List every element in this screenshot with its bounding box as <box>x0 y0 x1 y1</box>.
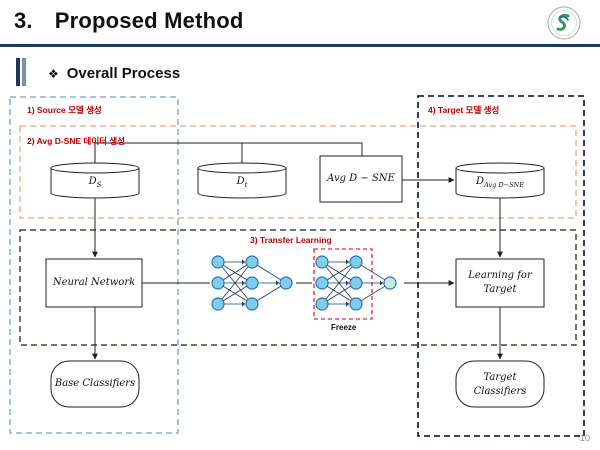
source-net-hidden-neuron-3 <box>245 297 259 311</box>
section-marker-secondary <box>22 58 26 86</box>
source-net-input-neuron-3 <box>211 297 225 311</box>
network-edge <box>217 282 253 305</box>
target-classifiers-label-line1: Target <box>483 372 517 383</box>
frozen-net-input-neuron-3 <box>315 297 329 311</box>
dt-label-sub: t <box>244 181 248 189</box>
network-arrowhead <box>346 259 349 265</box>
source-net-hidden-neuron-2 <box>245 276 259 290</box>
target-classifiers-box <box>455 360 545 408</box>
freeze-label: Freeze <box>331 323 357 332</box>
source-region-box <box>9 96 179 434</box>
neural-network-icons <box>211 255 397 311</box>
slide-title-text: Proposed Method <box>54 8 244 33</box>
target-classifiers-label-line2: Classifiers <box>473 386 527 397</box>
network-arrowhead <box>346 301 349 307</box>
slide-title: 3. Proposed Method <box>14 8 244 34</box>
network-edge <box>251 282 287 305</box>
network-arrowhead <box>242 259 245 265</box>
title-underline <box>0 44 600 47</box>
ds-label: DS <box>51 176 139 189</box>
learning-target-label-line1: Learning for <box>468 270 532 281</box>
network-edge <box>321 261 357 284</box>
network-edge <box>355 261 391 284</box>
section-marker <box>16 58 20 86</box>
network-edge <box>251 261 287 284</box>
source-net-input-neuron-2 <box>211 276 225 290</box>
base-classifiers-label: Base Classifiers <box>54 378 136 389</box>
ds-to-avg-connector <box>94 142 363 163</box>
d-avg-dsne-cylinder <box>455 162 545 199</box>
source-region-label: 1) Source 모델 생성 <box>27 105 102 115</box>
transfer-region-box <box>19 229 577 346</box>
source-net-hidden-neuron-1 <box>245 255 259 269</box>
learning-target-box <box>455 258 545 308</box>
network-edge <box>355 282 391 305</box>
avg-dsne-box <box>319 155 403 203</box>
frozen-net-input-neuron-1 <box>315 255 329 269</box>
ds-label-base: D <box>88 176 97 187</box>
frozen-net-hidden-neuron-3 <box>349 297 363 311</box>
section-title-text: Overall Process <box>66 65 181 82</box>
network-edge <box>217 261 253 284</box>
network-arrowhead <box>276 280 279 286</box>
source-net-output-neuron <box>279 276 293 290</box>
base-classifiers-box <box>50 360 140 408</box>
dt-label: Dt <box>198 176 286 189</box>
target-region-box <box>417 95 585 437</box>
d-avg-dsne-label-base: D <box>476 176 485 187</box>
section-title: ❖ Overall Process <box>48 65 180 82</box>
transfer-region-label: 3) Transfer Learning <box>250 235 332 245</box>
avg-dsne-label: Avg D − SNE <box>327 173 395 184</box>
ds-label-sub: S <box>96 181 102 189</box>
dt-cylinder <box>197 162 287 199</box>
frozen-net-hidden-neuron-1 <box>349 255 363 269</box>
diamond-bullet-icon: ❖ <box>48 67 59 81</box>
dt-label-base: D <box>236 176 245 187</box>
network-edge <box>217 261 253 305</box>
source-net-input-neuron-1 <box>211 255 225 269</box>
frozen-net-input-neuron-2 <box>315 276 329 290</box>
page-number: 10 <box>580 433 591 443</box>
network-edge <box>321 282 357 305</box>
avg-dsne-region-box <box>19 125 577 219</box>
frozen-net-hidden-neuron-2 <box>349 276 363 290</box>
learning-target-label-line2: Target <box>483 284 517 295</box>
network-arrowhead <box>242 280 245 286</box>
university-logo-icon <box>547 6 581 40</box>
network-arrowhead <box>380 280 383 286</box>
freeze-box <box>313 248 373 320</box>
frozen-net-output-neuron <box>383 276 397 290</box>
slide-number: 3. <box>14 8 33 33</box>
network-arrowhead <box>346 280 349 286</box>
d-avg-dsne-label: DAvg D−SNE <box>456 176 544 189</box>
target-region-label: 4) Target 모델 생성 <box>428 105 500 115</box>
neural-network-box <box>45 258 143 308</box>
network-edge <box>321 261 357 305</box>
neural-network-label: Neural Network <box>52 277 136 288</box>
avg-dsne-region-label: 2) Avg D-SNE 데이터 생성 <box>27 136 125 146</box>
d-avg-dsne-label-sub: Avg D−SNE <box>484 181 524 189</box>
network-arrowhead <box>242 301 245 307</box>
